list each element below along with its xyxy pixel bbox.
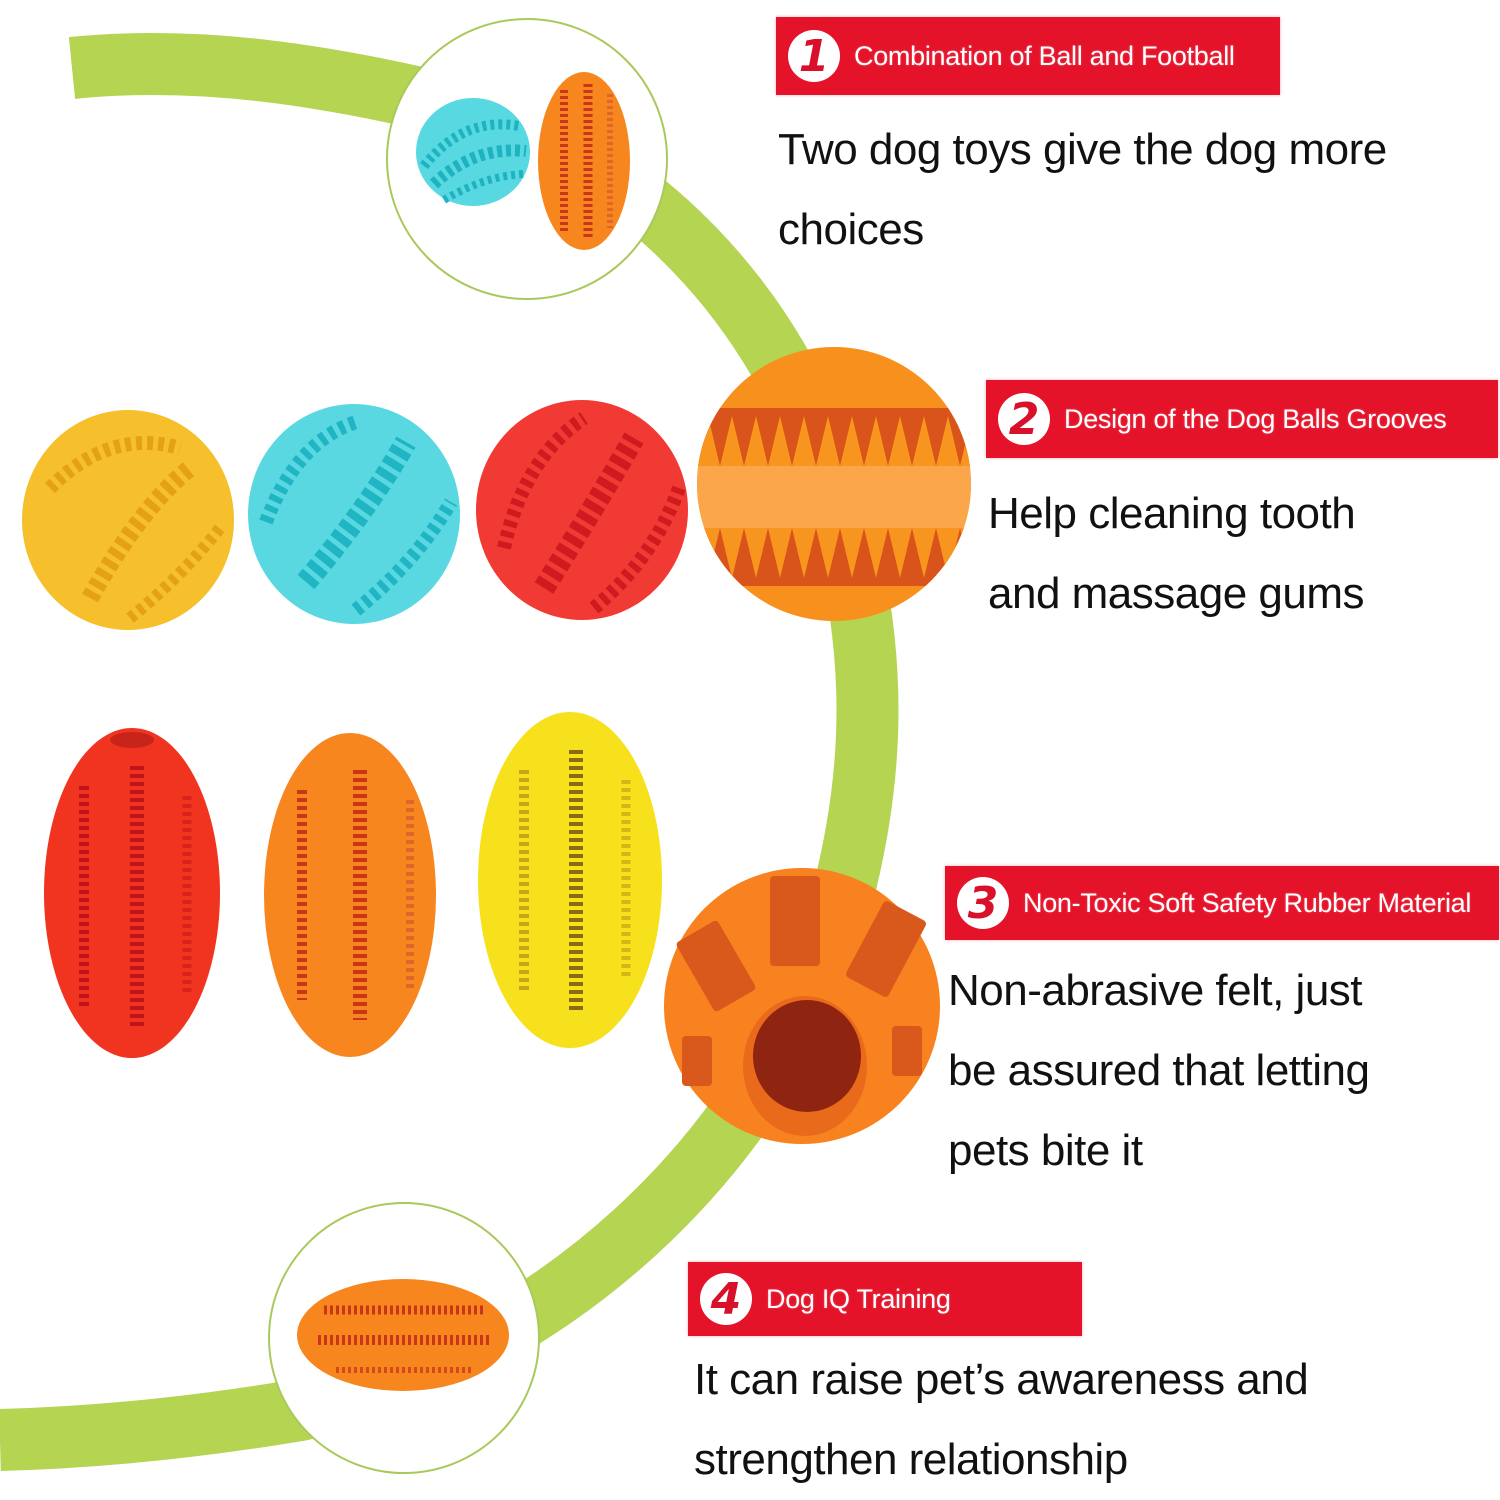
feature-2-banner: 2 Design of the Dog Balls Grooves — [986, 380, 1498, 458]
feature-3-banner: 3 Non-Toxic Soft Safety Rubber Material — [945, 866, 1499, 940]
feature-1-banner: 1 Combination of Ball and Football — [776, 17, 1280, 95]
feature-2-number-badge: 2 — [998, 393, 1050, 445]
feature-3-line-3: pets bite it — [948, 1126, 1143, 1175]
feature-3-number-badge: 3 — [957, 877, 1009, 929]
feature-4-banner: 4 Dog IQ Training — [688, 1262, 1082, 1336]
cyan-ball-image — [416, 98, 530, 206]
orange-football-image — [538, 72, 630, 250]
feature-4-line-1: It can raise pet’s awareness and — [694, 1355, 1309, 1404]
orange-ball-grooves-closeup-image — [697, 347, 971, 621]
feature-4-number-badge: 4 — [700, 1273, 752, 1325]
feature-2-line-2: and massage gums — [988, 569, 1365, 618]
orange-ball-treat-hole-image — [664, 868, 940, 1144]
feature-2-line-1: Help cleaning tooth — [988, 489, 1356, 538]
orange-football-image-large — [264, 733, 436, 1057]
feature-4-title: Dog IQ Training — [766, 1283, 951, 1314]
feature-1-title: Combination of Ball and Football — [854, 40, 1235, 71]
feature-1-line-2: choices — [778, 205, 924, 254]
feature-2-title: Design of the Dog Balls Grooves — [1064, 403, 1447, 434]
orange-football-horizontal-image — [297, 1279, 509, 1391]
feature-4-line-2: strengthen relationship — [694, 1435, 1128, 1484]
feature-3-line-2: be assured that letting — [948, 1046, 1370, 1095]
cyan-ball-image-large — [248, 404, 460, 624]
feature-1-line-1: Two dog toys give the dog more — [778, 125, 1387, 174]
feature-1-description: Two dog toys give the dog more choices — [778, 110, 1387, 270]
red-ball-image — [476, 400, 688, 620]
feature-3-description: Non-abrasive felt, just be assured that … — [948, 951, 1370, 1191]
yellow-football-image — [478, 712, 662, 1048]
feature-3-title: Non-Toxic Soft Safety Rubber Material — [1023, 887, 1472, 918]
feature-1-number-badge: 1 — [788, 30, 840, 82]
feature-3-line-1: Non-abrasive felt, just — [948, 966, 1363, 1015]
yellow-ball-image — [22, 410, 234, 630]
feature-2-description: Help cleaning tooth and massage gums — [988, 474, 1365, 634]
feature-4-description: It can raise pet’s awareness and strengt… — [694, 1340, 1309, 1500]
red-football-image — [44, 728, 220, 1058]
